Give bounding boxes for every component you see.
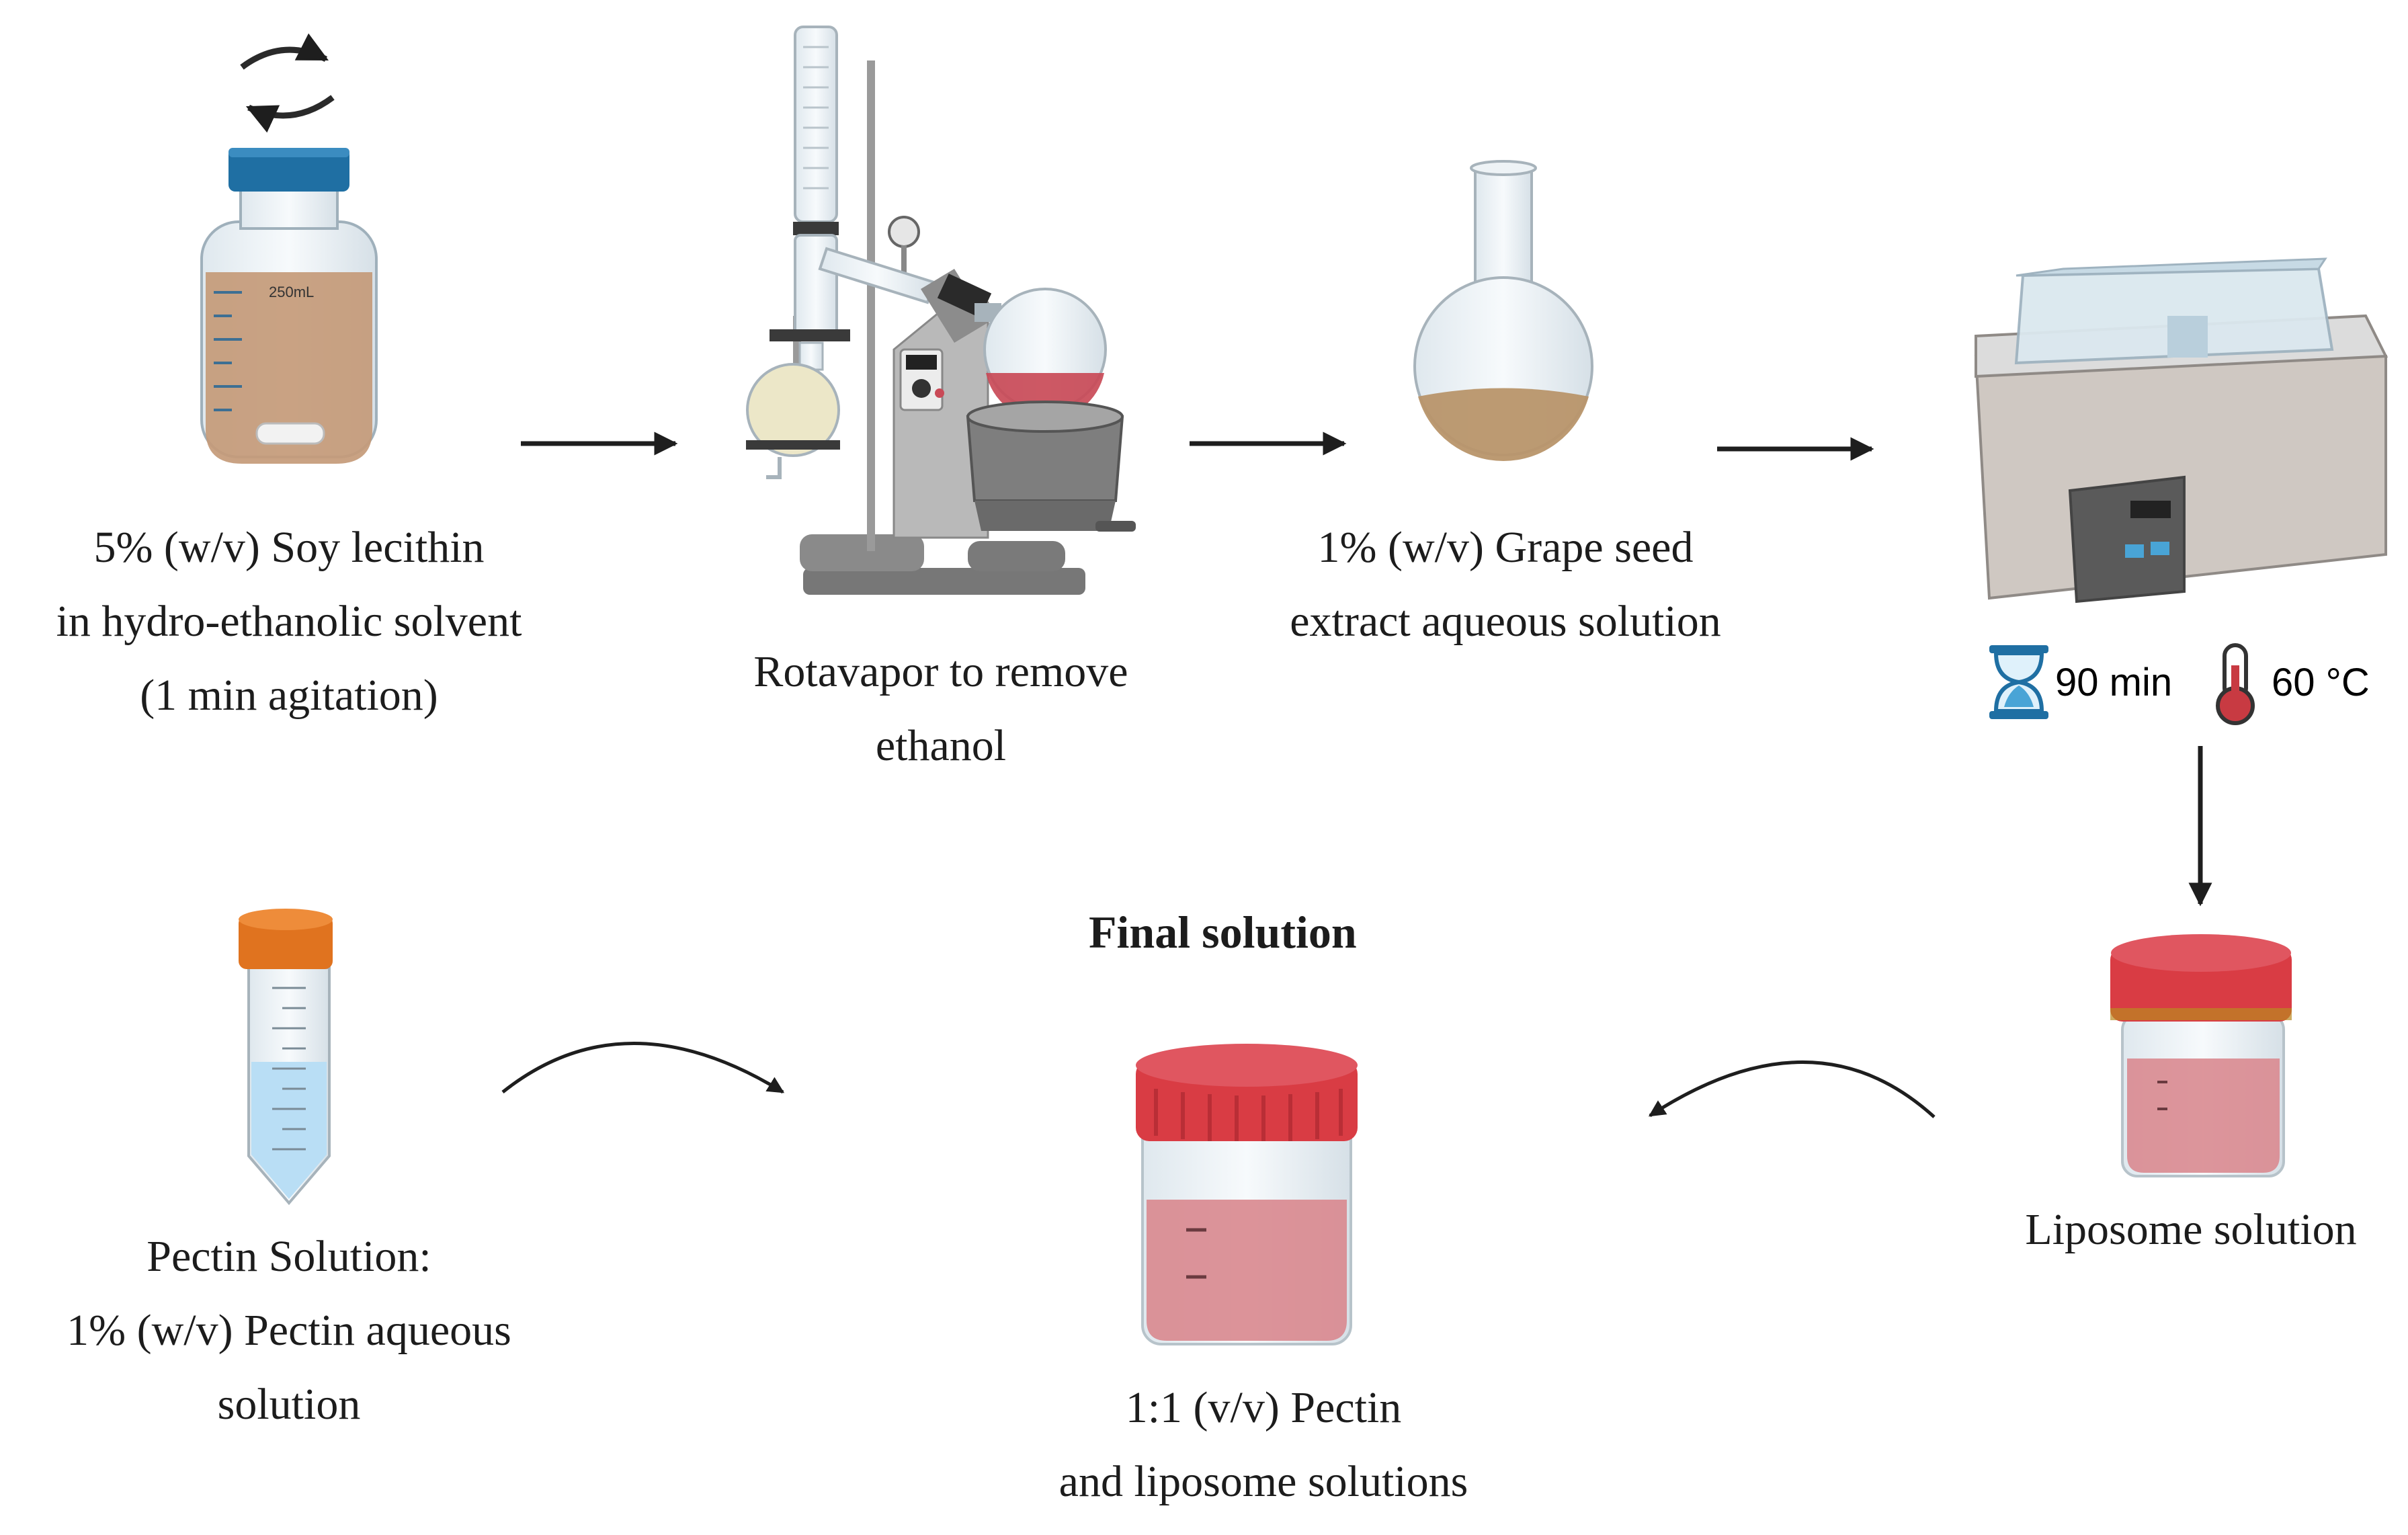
caption-line: Rotavapor to remove [753, 647, 1128, 696]
thermometer-icon [2216, 643, 2255, 725]
water-bath [1974, 257, 2389, 604]
caption-line: 1% (w/v) Grape seed [1317, 523, 1694, 572]
bottle-volume-label: 250mL [269, 284, 314, 300]
grape-seed-caption: 1% (w/v) Grape seed extract aqueous solu… [1237, 511, 1774, 659]
pectin-caption: Pectin Solution: 1% (w/v) Pectin aqueous… [13, 1220, 565, 1442]
flow-arrows [501, 431, 2212, 1118]
arrow-liposome-to-final [1648, 1061, 1936, 1118]
rotavapor-apparatus [746, 26, 1136, 595]
rotavapor-caption: Rotavapor to remove ethanol [706, 635, 1176, 783]
stir-bar [255, 422, 325, 445]
caption-line: ethanol [875, 721, 1007, 770]
rotate-arrows-icon [240, 33, 335, 133]
pectin-tube [239, 909, 333, 1206]
caption-line: 5% (w/v) Soy lecithin [93, 523, 485, 572]
soy-lecithin-bottle: 250mL [200, 33, 378, 464]
caption-line: 1:1 (v/v) Pectin [1125, 1383, 1402, 1432]
final-solution-caption: 1:1 (v/v) Pectin and liposome solutions [995, 1371, 1532, 1519]
final-solution-jar [1136, 1044, 1358, 1345]
caption-line: extract aqueous solution [1290, 597, 1721, 646]
caption-line: (1 min agitation) [140, 671, 438, 720]
soy-lecithin-caption: 5% (w/v) Soy lecithin in hydro-ethanolic… [7, 511, 571, 733]
liposome-caption: Liposome solution [1976, 1193, 2406, 1267]
caption-line: Liposome solution [2025, 1205, 2357, 1254]
caption-line: Pectin Solution: [147, 1232, 431, 1281]
bath-time-label: 90 min [2055, 661, 2172, 704]
caption-line: 1% (w/v) Pectin aqueous [67, 1306, 511, 1355]
liposome-jar [2110, 934, 2292, 1177]
final-solution-title: Final solution [1089, 907, 1357, 958]
caption-line: and liposome solutions [1058, 1457, 1468, 1506]
caption-line: in hydro-ethanolic solvent [56, 597, 522, 646]
bath-temperature-label: 60 °C [2272, 661, 2370, 704]
grape-seed-flask [1413, 160, 1593, 462]
caption-line: solution [217, 1380, 361, 1429]
hourglass-icon [1989, 645, 2048, 719]
arrow-pectin-to-final [501, 1042, 785, 1094]
